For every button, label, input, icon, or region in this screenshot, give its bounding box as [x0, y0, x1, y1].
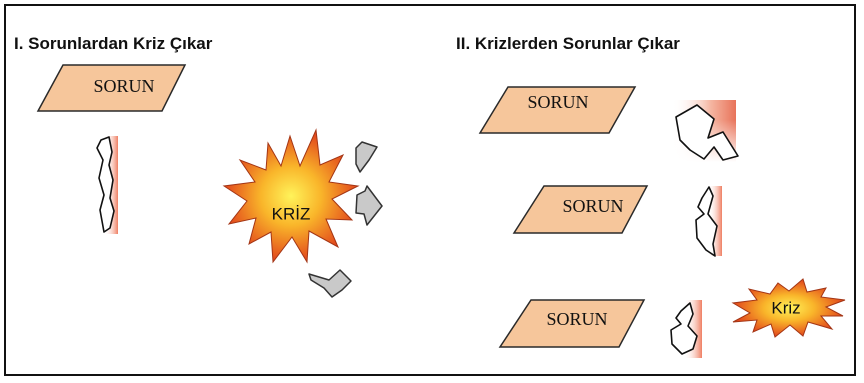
- sorun-box-3: SORUN: [512, 185, 649, 234]
- sorun-box-4: SORUN: [498, 299, 646, 348]
- arrow-down-4: [670, 300, 702, 358]
- sorun-box-1-label: SORUN: [93, 76, 154, 96]
- panel-2-title: II. Krizlerden Sorunlar Çıkar: [456, 34, 680, 53]
- kriz-label-2: Kriz: [771, 298, 800, 317]
- kriz-burst-1: KRİZ: [222, 128, 360, 264]
- cycle-arrow-bottom: [308, 269, 352, 298]
- panel-1-title: I. Sorunlardan Kriz Çıkar: [14, 34, 213, 53]
- arrow-down-2: [672, 100, 739, 162]
- panel-2: II. Krizlerden Sorunlar Çıkar SORUN SORU…: [456, 34, 846, 358]
- cycle-arrow-right: [355, 185, 383, 226]
- cycle-arrows: [308, 141, 383, 298]
- sorun-box-2-label: SORUN: [527, 92, 588, 112]
- arrow-down-1: [96, 136, 118, 234]
- arrow-down-3: [695, 186, 722, 257]
- kriz-label-1: KRİZ: [272, 204, 311, 223]
- sorun-box-3-label: SORUN: [562, 196, 623, 216]
- kriz-burst-2: Kriz: [731, 278, 846, 338]
- cycle-arrow-top: [355, 141, 378, 173]
- sorun-box-4-label: SORUN: [546, 309, 607, 329]
- panel-1: I. Sorunlardan Kriz Çıkar SORUN KRİZ: [14, 34, 383, 298]
- sorun-box-2: SORUN: [478, 86, 637, 134]
- sorun-box-1: SORUN: [36, 64, 187, 112]
